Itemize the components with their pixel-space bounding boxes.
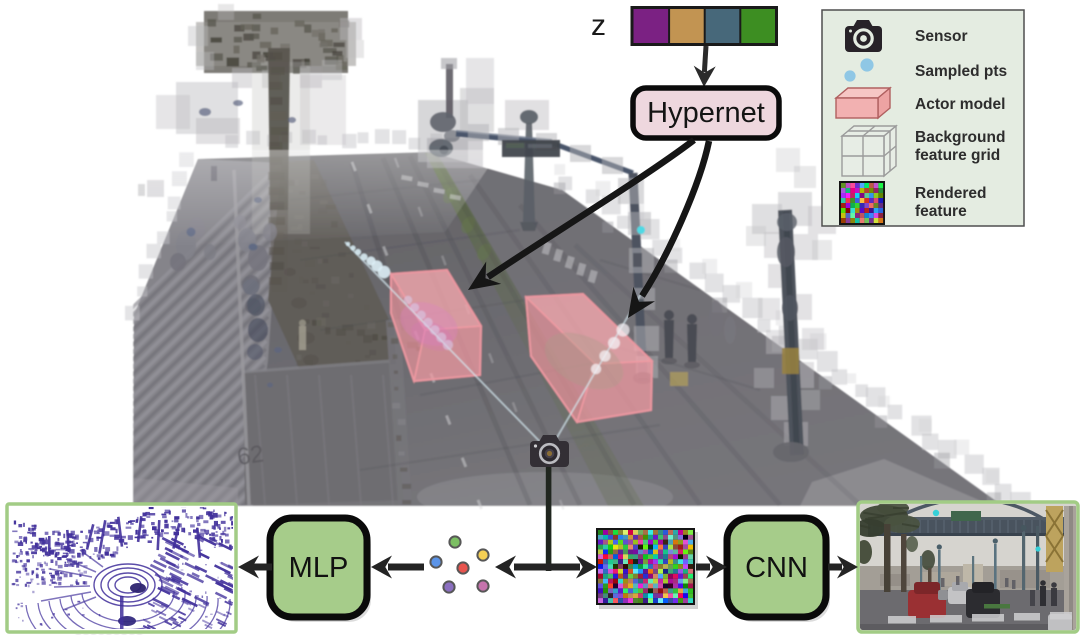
svg-text:Rendered: Rendered bbox=[915, 185, 987, 202]
svg-text:Sensor: Sensor bbox=[915, 28, 968, 45]
svg-text:feature grid: feature grid bbox=[915, 147, 1000, 164]
svg-text:feature: feature bbox=[915, 203, 967, 220]
svg-text:CNN: CNN bbox=[745, 552, 808, 584]
svg-text:Sampled pts: Sampled pts bbox=[915, 63, 1007, 80]
svg-text:z: z bbox=[591, 9, 606, 42]
svg-text:62: 62 bbox=[235, 441, 265, 471]
svg-text:Background: Background bbox=[915, 129, 1005, 146]
svg-text:MLP: MLP bbox=[289, 552, 349, 584]
svg-text:Actor model: Actor model bbox=[915, 96, 1005, 113]
svg-text:Hypernet: Hypernet bbox=[647, 97, 765, 129]
